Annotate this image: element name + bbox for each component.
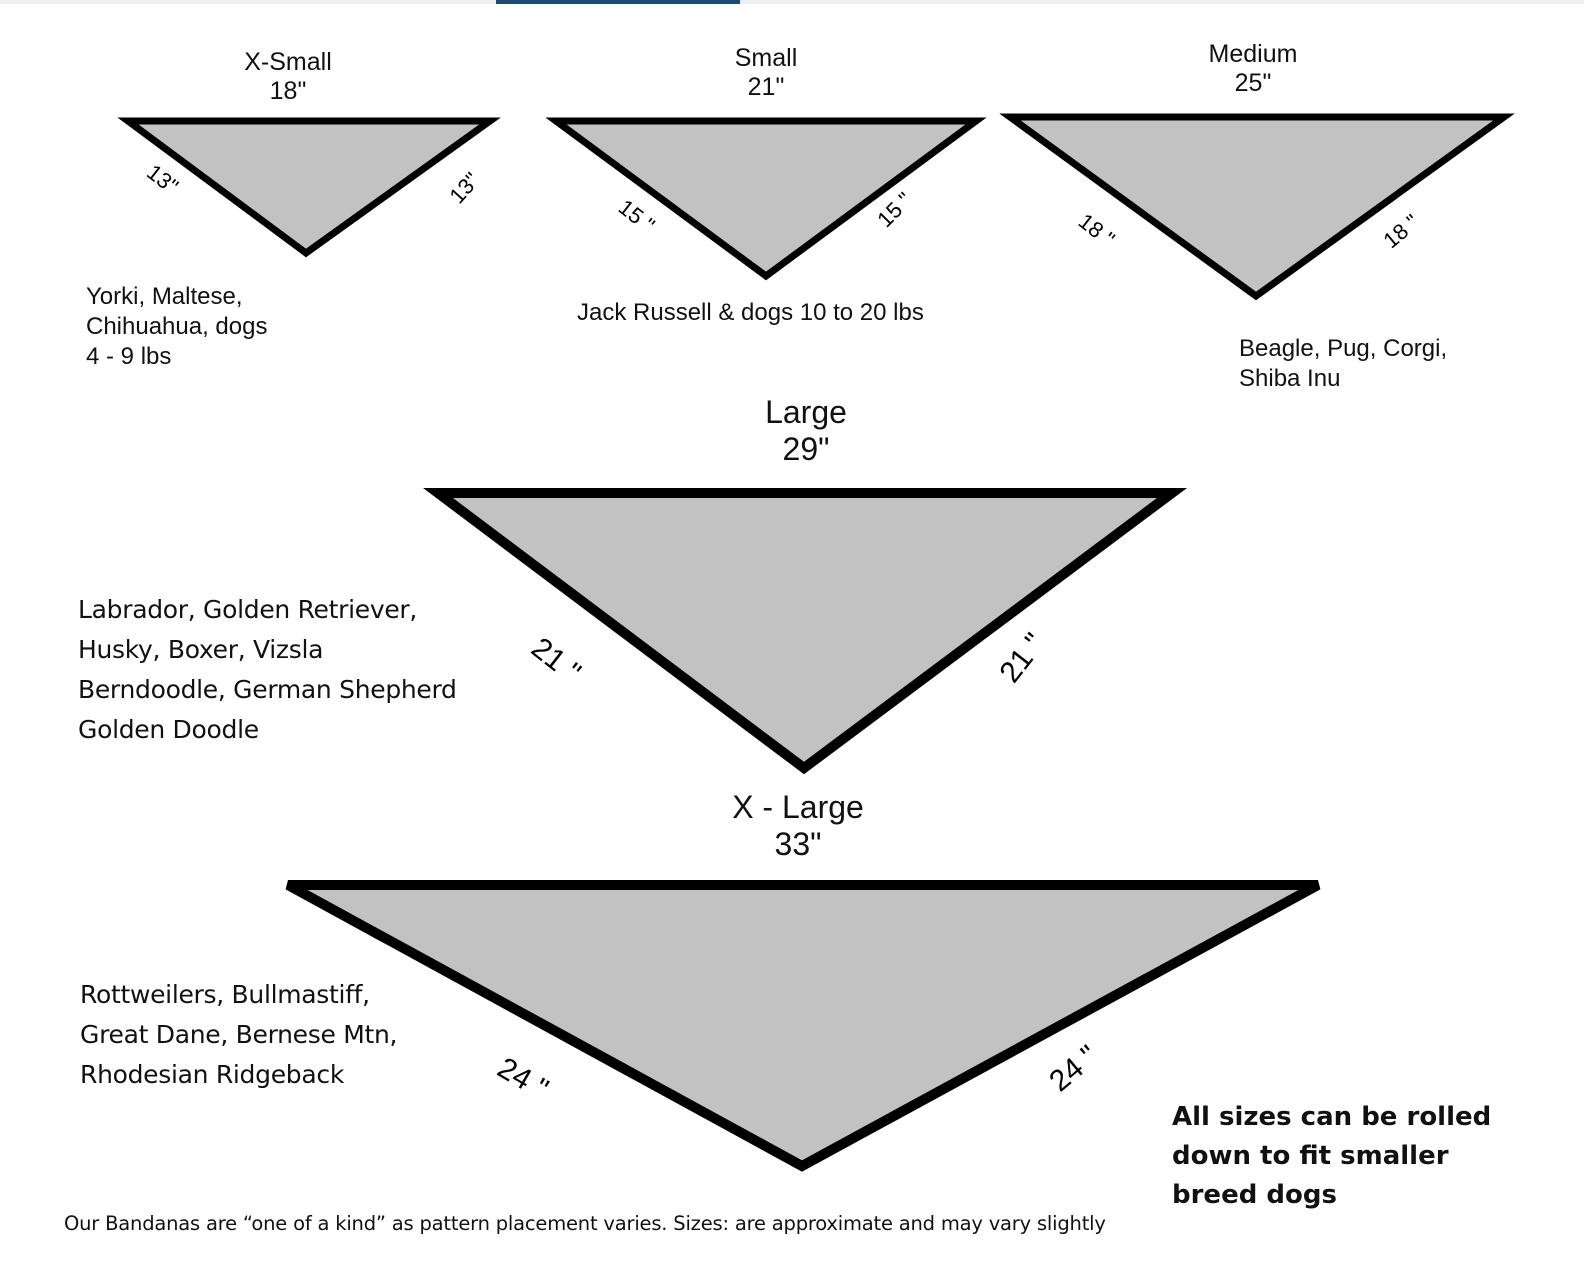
note-line: All sizes can be rolled: [1172, 1102, 1492, 1132]
size-title-small: Small 21": [686, 44, 846, 102]
breed-line: Jack Russell & dogs 10 to 20 lbs: [577, 299, 924, 326]
size-title-large: Large 29": [706, 394, 906, 468]
note-line: down to fit smaller: [1172, 1141, 1449, 1171]
top-accent-bar: [496, 0, 740, 4]
breeds-xsmall: Yorki, Maltese, Chihuahua, dogs 4 - 9 lb…: [86, 282, 267, 372]
breeds-large: Labrador, Golden Retriever, Husky, Boxer…: [78, 590, 457, 750]
size-name: Small: [734, 44, 798, 72]
small-left-side-label: 15 ": [614, 194, 660, 237]
size-name: X - Large: [732, 789, 864, 825]
breed-line: Beagle, Pug, Corgi,: [1239, 335, 1448, 362]
breed-line: Chihuahua, dogs: [86, 313, 268, 340]
large-right-side-label: 21 ": [993, 627, 1051, 689]
size-name: Medium: [1208, 40, 1298, 68]
bandana-small-triangle: [545, 117, 987, 281]
xlarge-right-side-label: 24 ": [1043, 1039, 1104, 1098]
note-line: breed dogs: [1172, 1180, 1337, 1210]
size-width: 29": [782, 430, 830, 467]
size-title-xlarge: X - Large 33": [688, 789, 908, 863]
breeds-medium: Beagle, Pug, Corgi, Shiba Inu: [1239, 334, 1447, 394]
size-disclaimer: Our Bandanas are “one of a kind” as patt…: [64, 1212, 1106, 1235]
xlarge-left-side-label: 24 ": [492, 1051, 554, 1106]
size-name: Large: [765, 394, 847, 430]
breed-line: Yorki, Maltese,: [86, 283, 243, 310]
breed-line: Rottweilers, Bullmastiff,: [80, 980, 370, 1009]
size-name: X-Small: [244, 48, 332, 76]
size-title-xsmall: X-Small 18": [208, 48, 368, 106]
breed-line: Rhodesian Ridgeback: [80, 1060, 344, 1089]
top-border: [0, 0, 1584, 4]
breed-line: Berndoodle, German Shepherd: [78, 675, 457, 704]
breed-line: Great Dane, Bernese Mtn,: [80, 1020, 398, 1049]
size-title-medium: Medium 25": [1173, 40, 1333, 98]
breed-line: 4 - 9 lbs: [86, 343, 172, 370]
breed-line: Labrador, Golden Retriever,: [78, 595, 418, 624]
rolled-down-note: All sizes can be rolled down to fit smal…: [1172, 1098, 1491, 1215]
bandana-xlarge-triangle: [285, 880, 1321, 1172]
medium-right-side-label: 18 ": [1378, 209, 1423, 253]
bandana-large-triangle: [423, 488, 1188, 775]
bandana-xsmall-triangle: [117, 117, 501, 258]
breed-line: Golden Doodle: [78, 715, 259, 744]
breed-line: Husky, Boxer, Vizsla: [78, 635, 324, 664]
medium-left-side-label: 18 ": [1074, 208, 1120, 251]
size-width: 18": [269, 76, 307, 105]
size-width: 33": [774, 825, 822, 862]
size-width: 25": [1234, 68, 1272, 97]
breeds-xlarge: Rottweilers, Bullmastiff, Great Dane, Be…: [80, 975, 397, 1095]
bandana-medium-triangle: [999, 113, 1515, 301]
size-width: 21": [747, 72, 785, 101]
breeds-small: Jack Russell & dogs 10 to 20 lbs: [577, 298, 924, 328]
breed-line: Shiba Inu: [1239, 365, 1341, 392]
large-left-side-label: 21 ": [525, 631, 587, 689]
xsmall-left-side-label: 13": [142, 159, 183, 199]
xsmall-right-side-label: 13": [444, 168, 484, 209]
